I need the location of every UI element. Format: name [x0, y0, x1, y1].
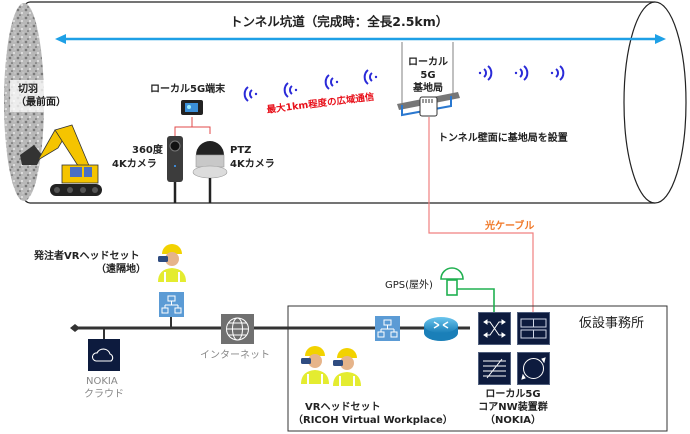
- vr-user-icon: [330, 344, 364, 386]
- internet-globe-icon: [221, 314, 254, 344]
- ptz-camera-icon: [192, 141, 228, 203]
- vr-headset-label-line2: （RICOH Virtual Workplace）: [293, 415, 453, 426]
- fiber-cable-label: 光ケーブル: [485, 221, 535, 232]
- ptz-label-line1: PTZ: [230, 145, 252, 156]
- client-vr-label-line2: （遠隔地）: [96, 264, 146, 275]
- terminal-label: ローカル5G端末: [150, 84, 226, 95]
- base-station-unit-icon: [419, 96, 438, 117]
- client-vr-label-line1: 発注者VRヘッドセット: [34, 251, 140, 262]
- excavator-icon: [20, 124, 102, 196]
- gps-label: GPS(屋外): [385, 280, 433, 291]
- base-station-label-line1: ローカル: [408, 57, 448, 68]
- camera-360-label-line1: 360度: [132, 145, 163, 156]
- signal-waves-left: [243, 69, 378, 102]
- face-label-line2: （最前面）: [16, 97, 66, 108]
- face-label-bg: [10, 80, 90, 112]
- face-label-line1: 切羽: [18, 84, 38, 95]
- nokia-cloud-label-line1: NOKIA: [86, 376, 118, 387]
- local-5g-terminal-icon: [181, 100, 203, 115]
- nokia-cloud-icon: [88, 339, 120, 371]
- nokia-cloud-label-line2: クラウド: [84, 389, 124, 400]
- tunnel-body: [7, 1, 687, 204]
- core-switch-icon: [478, 312, 511, 345]
- base-station-label-line2: 5G: [420, 70, 436, 81]
- core-loop-icon: [517, 352, 550, 385]
- signal-waves-right: [478, 65, 565, 81]
- tunnel-length-arrow: [55, 34, 666, 44]
- office-label: 仮設事務所: [579, 316, 645, 331]
- office-boundary: [287, 305, 668, 432]
- core-label-line2: コアNW装置群: [478, 402, 548, 413]
- core-server-icon: [517, 312, 550, 345]
- network-backbone: [70, 317, 470, 340]
- tunnel-title: トンネル坑道（完成時：全長2.5km）: [230, 14, 449, 29]
- gps-antenna-icon: [440, 267, 495, 312]
- router-icon: [423, 316, 459, 342]
- client-vr-user-icon: [155, 240, 189, 282]
- core-label-line3: （NOKIA）: [484, 415, 542, 426]
- client-switch-icon: [159, 292, 184, 317]
- vr-user-icon: [298, 342, 332, 384]
- vr-headset-label-line1: VRヘッドセット: [305, 402, 381, 413]
- terminal-connection-lines: [174, 117, 211, 138]
- core-label-line1: ローカル5G: [485, 389, 541, 400]
- internet-label: インターネット: [200, 350, 270, 361]
- office-switch-icon: [375, 316, 400, 341]
- base-station-label-line3: 基地局: [413, 83, 443, 94]
- core-crossconnect-icon: [478, 352, 511, 385]
- tunnel-exit: [623, 1, 687, 204]
- camera-360-icon: [167, 136, 183, 203]
- wall-mount-label: トンネル壁面に基地局を設置: [438, 133, 568, 144]
- camera-360-label-line2: 4Kカメラ: [112, 159, 157, 170]
- ptz-label-line2: 4Kカメラ: [230, 159, 275, 170]
- fiber-cable-line: [428, 117, 534, 312]
